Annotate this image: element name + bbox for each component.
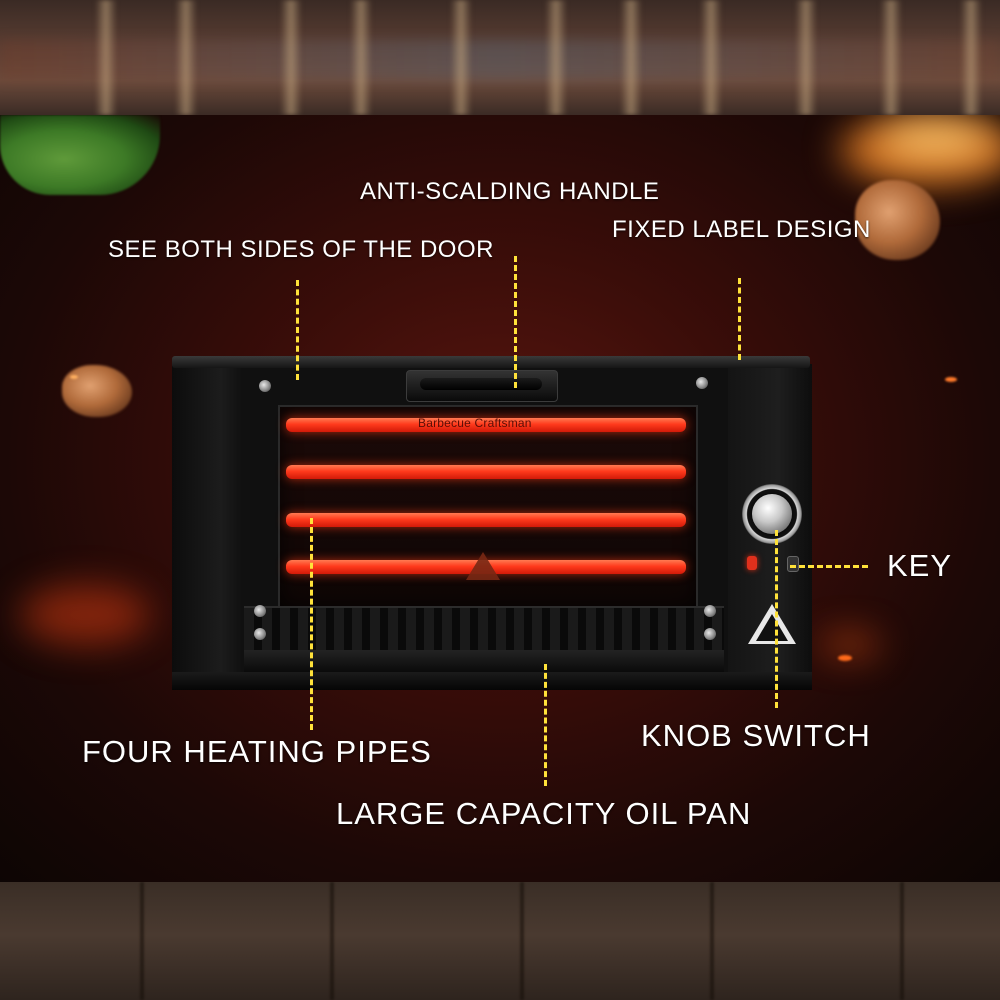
callout-line-key: [790, 565, 868, 568]
grill-bar: [700, 0, 722, 115]
wood-seam: [520, 882, 524, 1000]
callout-fixed-label-design: FIXED LABEL DESIGN: [612, 216, 871, 243]
fire-glow: [880, 125, 990, 155]
grill-bar: [350, 0, 372, 115]
grill-bar: [95, 0, 117, 115]
callout-line-heating-pipes: [310, 518, 313, 730]
background-top-blur: [0, 0, 1000, 115]
grill-bar: [960, 0, 982, 115]
ember: [945, 377, 957, 382]
heating-pipe: [286, 513, 686, 527]
heating-pipe: [286, 465, 686, 479]
wood-seam: [900, 882, 904, 1000]
grill-bar: [280, 0, 302, 115]
knob-icon: [752, 494, 792, 534]
hot-surface-warning-icon: [466, 552, 500, 580]
power-key-icon: [747, 556, 757, 570]
wood-seam: [330, 882, 334, 1000]
callout-line-see-both-sides: [296, 280, 299, 380]
grill-bar: [450, 0, 472, 115]
oven-top: [172, 356, 810, 368]
meat-decoration: [62, 365, 132, 417]
callout-key: KEY: [887, 548, 953, 583]
fire-glow: [20, 585, 150, 645]
grill-rack: [244, 606, 724, 652]
broccoli-decoration: [0, 115, 160, 195]
screw: [259, 380, 271, 392]
grill-bar: [545, 0, 567, 115]
grill-bar: [795, 0, 817, 115]
grill-bar: [880, 0, 902, 115]
oil-pan: [244, 650, 724, 674]
ember: [70, 375, 78, 379]
callout-four-heating-pipes: FOUR HEATING PIPES: [82, 734, 432, 769]
wood-seam: [710, 882, 714, 1000]
screw: [696, 377, 708, 389]
fire-glow: [820, 635, 880, 655]
warning-icon-inner: [756, 614, 788, 641]
product-scene: [0, 115, 1000, 882]
meat-decoration: [855, 180, 940, 260]
grill-bar: [175, 0, 197, 115]
callout-large-capacity-oil-pan: LARGE CAPACITY OIL PAN: [336, 796, 752, 831]
screw: [704, 605, 716, 617]
grill-bar: [620, 0, 642, 115]
callout-line-knob: [775, 530, 778, 708]
wood-seam: [140, 882, 144, 1000]
screw: [254, 605, 266, 617]
ember: [838, 655, 852, 661]
screw: [704, 628, 716, 640]
callout-line-handle: [514, 256, 517, 388]
background-bottom-blur: [0, 882, 1000, 1000]
callout-line-oil-pan: [544, 664, 547, 786]
callout-anti-scalding-handle: ANTI-SCALDING HANDLE: [360, 178, 660, 205]
callout-line-fixed-label: [738, 278, 741, 360]
heating-pipe: [286, 418, 686, 432]
background-haze: [0, 40, 1000, 80]
oven-base: [172, 672, 812, 690]
screw: [254, 628, 266, 640]
callout-knob-switch: KNOB SWITCH: [641, 718, 871, 753]
callout-see-both-sides: SEE BOTH SIDES OF THE DOOR: [108, 236, 494, 263]
brand-label: Barbecue Craftsman: [418, 416, 532, 430]
key-switch: [787, 556, 799, 572]
oven-left-panel: [172, 364, 242, 688]
handle-grip: [420, 378, 542, 390]
